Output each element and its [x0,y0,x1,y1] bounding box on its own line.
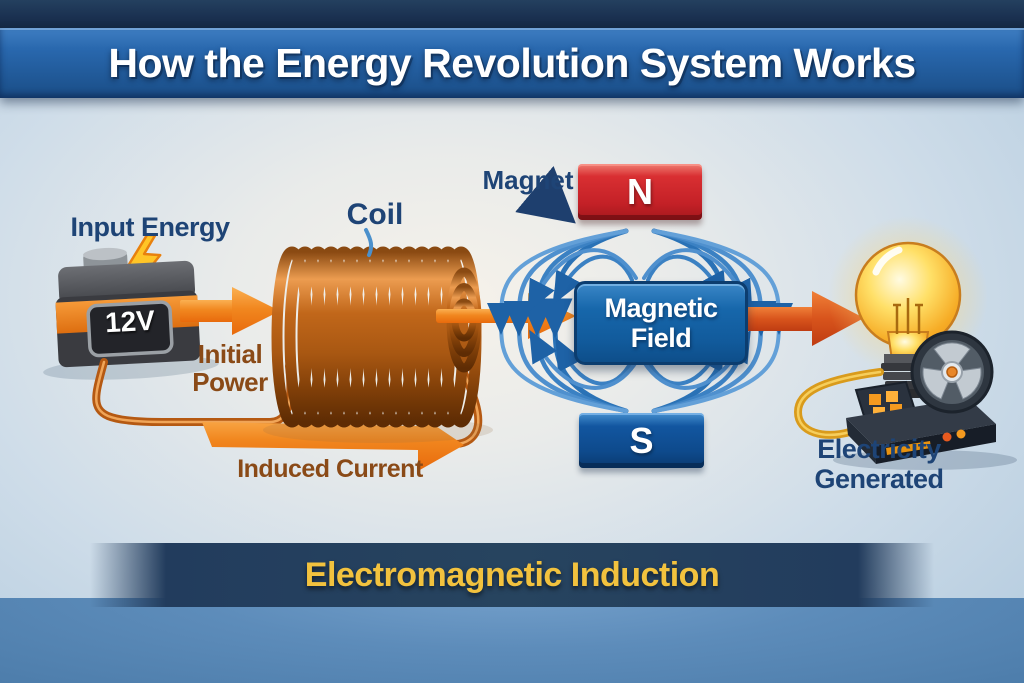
initial-power-label: Initial Power [192,339,268,398]
coil-label: Coil [346,198,404,231]
induced-current-arrow-icon [202,414,464,471]
induced-current-label: Induced Current [237,455,423,483]
coil-pointer-icon [364,228,374,257]
magnetic-field-box: Magnetic Field [574,281,748,365]
battery-voltage-label: 12V [104,304,156,339]
magnet-south-block: S [579,413,704,468]
magnet-north-block: N [578,164,702,220]
top-strip [0,0,1024,30]
battery-icon [43,233,219,380]
electricity-generated-label: Electricity Generated [814,434,944,494]
title-banner: How the Energy Revolution System Works [0,28,1024,98]
page-title: How the Energy Revolution System Works [108,39,916,86]
turbine-fan-icon [910,330,994,414]
coil-icon [263,246,493,443]
bottom-background [0,598,1024,683]
input-energy-label: Input Energy [70,212,230,242]
flow-arrow-icon [180,287,280,335]
generator-wire-highlight [796,370,882,436]
magnet-label: Magnet [482,165,574,195]
magnet-pointer-arrow-icon [515,165,576,224]
footer-caption: Electromagnetic Induction [304,555,720,594]
footer-banner: Electromagnetic Induction [90,543,934,607]
